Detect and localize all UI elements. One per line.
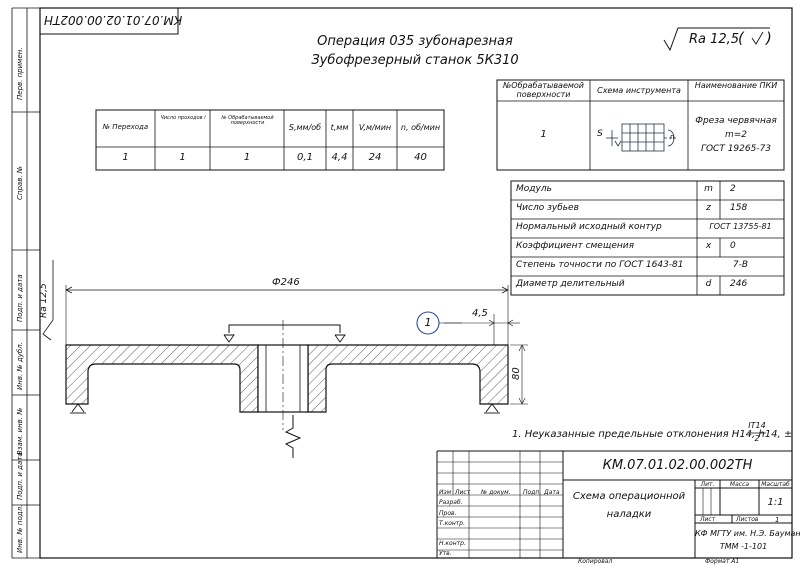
- param-name-module: Модуль: [516, 184, 552, 194]
- role-tcontrol: Т.контр.: [439, 520, 466, 527]
- modes-cell-surface: 1: [243, 152, 251, 163]
- param-name-diameter: Диаметр делительный: [516, 279, 625, 289]
- modes-h-passes: Число проходов i: [160, 115, 206, 121]
- param-name-shift: Коэффициент смещения: [516, 241, 635, 251]
- role-approve: Утв.: [439, 550, 452, 557]
- roughness-top: Ra 12,5: [689, 32, 740, 47]
- org-line-2: ТММ -1-101: [719, 542, 768, 551]
- side-label-2: Справ. №: [16, 165, 24, 200]
- tool-surface: 1: [540, 129, 547, 140]
- dim-45: 4,5: [472, 308, 488, 319]
- title-name-2: наладки: [606, 509, 652, 520]
- sheet-label: Лист: [700, 516, 716, 523]
- sheets-value: 1: [775, 516, 780, 524]
- col-h-list: Лист: [455, 489, 471, 496]
- param-symbol-module: m: [704, 184, 713, 194]
- tool-name-2: m=2: [724, 130, 748, 140]
- note-text: 1. Неуказанные предельные отклонения Н14…: [512, 429, 793, 440]
- lit-label: Лит.: [700, 481, 715, 488]
- tool-name-3: ГОСТ 19265-73: [700, 144, 772, 154]
- role-checker: Пров.: [439, 510, 457, 517]
- operation-title: Операция 035 зубонарезная: [317, 34, 513, 49]
- modes-cell-t: 4,4: [331, 152, 348, 163]
- title-code: КМ.07.01.02.00.002ТН: [602, 458, 753, 473]
- param-symbol-teeth: z: [706, 203, 711, 213]
- machine-title: Зубофрезерный станок 5К310: [311, 53, 519, 68]
- modes-cell-n: 40: [414, 152, 427, 163]
- role-developer: Разраб.: [439, 499, 463, 506]
- col-h-sign: Подп.: [523, 489, 542, 496]
- col-h-doc: № докум.: [481, 489, 511, 496]
- col-h-izm: Изм: [439, 489, 452, 496]
- side-label-4: Инв. № дубл.: [16, 342, 24, 390]
- roughness-side: Ra 12,5: [39, 283, 49, 318]
- tool-h-scheme: Схема инструмента: [597, 86, 681, 95]
- note-frac-top: IT14: [748, 421, 766, 430]
- side-label-7: Инв. № подл.: [16, 504, 24, 553]
- tool-name-1: Фреза червячная: [695, 116, 777, 126]
- dim-80: 80: [511, 367, 522, 380]
- modes-cell-step: 1: [122, 152, 129, 163]
- tool-h-surface: №Обрабатываемой поверхности: [502, 81, 584, 99]
- param-value-module: 2: [730, 184, 736, 194]
- param-name-contour: Нормальный исходный контур: [516, 222, 662, 232]
- param-symbol-diameter: d: [705, 279, 712, 289]
- modes-h-n: n, об/мин: [400, 123, 441, 132]
- sheets-label: Листов: [736, 516, 759, 523]
- part-section: [65, 320, 509, 430]
- modes-cell-s: 0,1: [297, 152, 313, 163]
- param-value-accuracy: 7-В: [732, 260, 749, 270]
- format-label: Формат А1: [705, 558, 740, 565]
- org-line-1: КФ МГТУ им. Н.Э. Баумана: [695, 529, 800, 538]
- modes-cell-passes: 1: [179, 152, 186, 163]
- modes-h-surface: № Обрабатываемой поверхности: [221, 115, 274, 126]
- param-symbol-shift: x: [705, 241, 712, 251]
- rotated-code: КМ.07.01.02.00.002ТН: [44, 13, 183, 27]
- param-name-teeth: Число зубьев: [516, 203, 579, 213]
- tool-n-label: n: [670, 133, 675, 141]
- tool-h-name: Наименование ПКИ: [694, 81, 778, 90]
- side-label-1: Перв. примен.: [16, 47, 24, 100]
- modes-h-t: t,мм: [330, 123, 349, 132]
- modes-cell-v: 24: [368, 152, 382, 163]
- tool-s-label: S: [597, 129, 603, 139]
- role-ncontrol: Н.контр.: [439, 540, 466, 547]
- note-frac-bot: 2: [754, 434, 760, 443]
- modes-h-step: № Перехода: [102, 123, 149, 131]
- mass-label: Масса: [729, 481, 750, 488]
- side-label-6: Подп. и дата: [16, 452, 24, 500]
- copied-label: Копировал: [578, 558, 613, 565]
- surface-marker: 1: [424, 316, 432, 329]
- param-value-shift: 0: [730, 241, 736, 251]
- dim-diameter: Ф246: [272, 277, 300, 288]
- scale-value: 1:1: [767, 497, 784, 508]
- param-name-accuracy: Степень точности по ГОСТ 1643-81: [516, 260, 684, 270]
- drawing-frame: [39, 7, 793, 559]
- modes-h-v: V,м/мин: [358, 123, 392, 132]
- scale-label: Масштаб: [761, 481, 790, 488]
- modes-h-s: S,мм/об: [288, 123, 322, 132]
- param-value-diameter: 246: [730, 279, 748, 289]
- title-name-1: Схема операционной: [572, 491, 686, 502]
- param-value-teeth: 158: [730, 203, 748, 213]
- side-label-3: Подп. и дата: [16, 274, 24, 322]
- col-h-date: Дата: [544, 489, 560, 496]
- param-value-contour: ГОСТ 13755-81: [709, 222, 772, 231]
- side-label-5: Взам. инв. №: [16, 407, 24, 455]
